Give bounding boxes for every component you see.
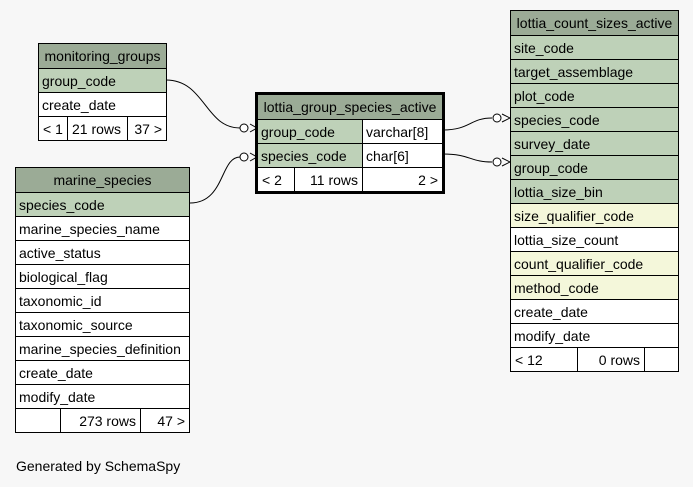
column-plot-code[interactable]: plot_code [511,83,678,107]
column-lottia-size-bin[interactable]: lottia_size_bin [511,179,678,203]
column-group-code[interactable]: group_code [511,155,678,179]
parents-count[interactable]: < 2 [262,172,282,188]
table-title[interactable]: marine_species [16,168,189,192]
column-create-date[interactable]: create_date [39,92,166,116]
parents-count[interactable]: < 12 [515,352,543,368]
column-active-status[interactable]: active_status [16,240,189,264]
table-footer: 273 rows 47 > [16,408,189,432]
column-species-code[interactable]: species_code [511,107,678,131]
crowfoot-count-sizes-group [501,157,512,167]
column-name: size_qualifier_code [514,208,634,224]
table-title[interactable]: lottia_count_sizes_active [511,11,678,35]
optional-marker-group-species-species [239,152,249,162]
table-title[interactable]: lottia_group_species_active [258,95,442,119]
optional-marker-group-species-group [239,123,249,133]
table-title[interactable]: monitoring_groups [39,44,166,68]
row-count: 21 rows [67,117,127,140]
column-name: lottia_size_bin [514,184,603,200]
column-name: modify_date [19,389,96,405]
table-lottia-group-species-active[interactable]: lottia_group_species_active group_code v… [255,92,445,194]
crowfoot-count-sizes-species [501,113,512,123]
column-taxonomic-id[interactable]: taxonomic_id [16,288,189,312]
edge-group-species-group-to-count-sizes [442,153,493,163]
edge-group-species-species-to-count-sizes [442,117,493,131]
column-name: species_code [19,197,105,213]
column-modify-date[interactable]: modify_date [511,323,678,347]
parents-count[interactable]: < 1 [43,121,63,137]
table-lottia-count-sizes-active[interactable]: lottia_count_sizes_active site_code targ… [510,10,679,372]
column-group-code[interactable]: group_code varchar[8] [258,119,442,143]
column-species-code[interactable]: species_code char[6] [258,143,442,167]
edge-monitoring-groups-to-group-species [165,79,241,129]
column-name: method_code [514,280,599,296]
column-lottia-size-count[interactable]: lottia_size_count [511,227,678,251]
column-name: survey_date [514,136,591,152]
table-monitoring-groups[interactable]: monitoring_groups group_code create_date… [38,43,167,141]
table-footer: < 12 0 rows [511,347,678,371]
column-name: taxonomic_source [19,317,133,333]
column-name: create_date [42,97,116,113]
column-name: site_code [514,40,574,56]
column-species-code[interactable]: species_code [16,192,189,216]
column-type: char[6] [366,148,409,164]
optional-marker-count-sizes-species [492,113,502,123]
row-count: 273 rows [60,409,140,432]
column-size-qualifier-code[interactable]: size_qualifier_code [511,203,678,227]
row-count: 11 rows [294,168,362,191]
column-name: count_qualifier_code [514,256,644,272]
column-target-assemblage[interactable]: target_assemblage [511,59,678,83]
column-biological-flag[interactable]: biological_flag [16,264,189,288]
column-name: active_status [19,245,101,261]
column-taxonomic-source[interactable]: taxonomic_source [16,312,189,336]
column-group-code[interactable]: group_code [39,68,166,92]
column-name: marine_species_name [19,221,160,237]
column-name: lottia_size_count [514,232,619,248]
column-name: modify_date [514,328,591,344]
column-name: species_code [261,148,347,164]
children-count[interactable]: 37 > [127,117,166,140]
parents-count [16,409,60,432]
column-name: group_code [514,160,588,176]
column-method-code[interactable]: method_code [511,275,678,299]
table-footer: < 1 21 rows 37 > [39,116,166,140]
column-name: create_date [19,365,93,381]
column-create-date[interactable]: create_date [511,299,678,323]
column-name: group_code [261,124,335,140]
children-count[interactable]: 47 > [140,409,189,432]
column-type: varchar[8] [366,124,429,140]
column-name: plot_code [514,88,575,104]
table-footer: < 2 11 rows 2 > [258,167,442,191]
column-name: biological_flag [19,269,108,285]
generated-by-label: Generated by SchemaSpy [16,458,181,474]
optional-marker-count-sizes-group [492,157,502,167]
row-count: 0 rows [577,348,644,371]
column-name: target_assemblage [514,64,634,80]
column-create-date[interactable]: create_date [16,360,189,384]
edge-marine-species-to-group-species [189,156,241,204]
column-marine-species-name[interactable]: marine_species_name [16,216,189,240]
column-name: marine_species_definition [19,341,181,357]
children-count [644,348,678,371]
column-marine-species-definition[interactable]: marine_species_definition [16,336,189,360]
column-name: taxonomic_id [19,293,102,309]
column-count-qualifier-code[interactable]: count_qualifier_code [511,251,678,275]
column-name: group_code [42,73,116,89]
column-survey-date[interactable]: survey_date [511,131,678,155]
column-site-code[interactable]: site_code [511,35,678,59]
column-name: create_date [514,304,588,320]
children-count[interactable]: 2 > [362,168,442,191]
table-marine-species[interactable]: marine_species species_code marine_speci… [15,167,190,433]
column-modify-date[interactable]: modify_date [16,384,189,408]
column-name: species_code [514,112,600,128]
